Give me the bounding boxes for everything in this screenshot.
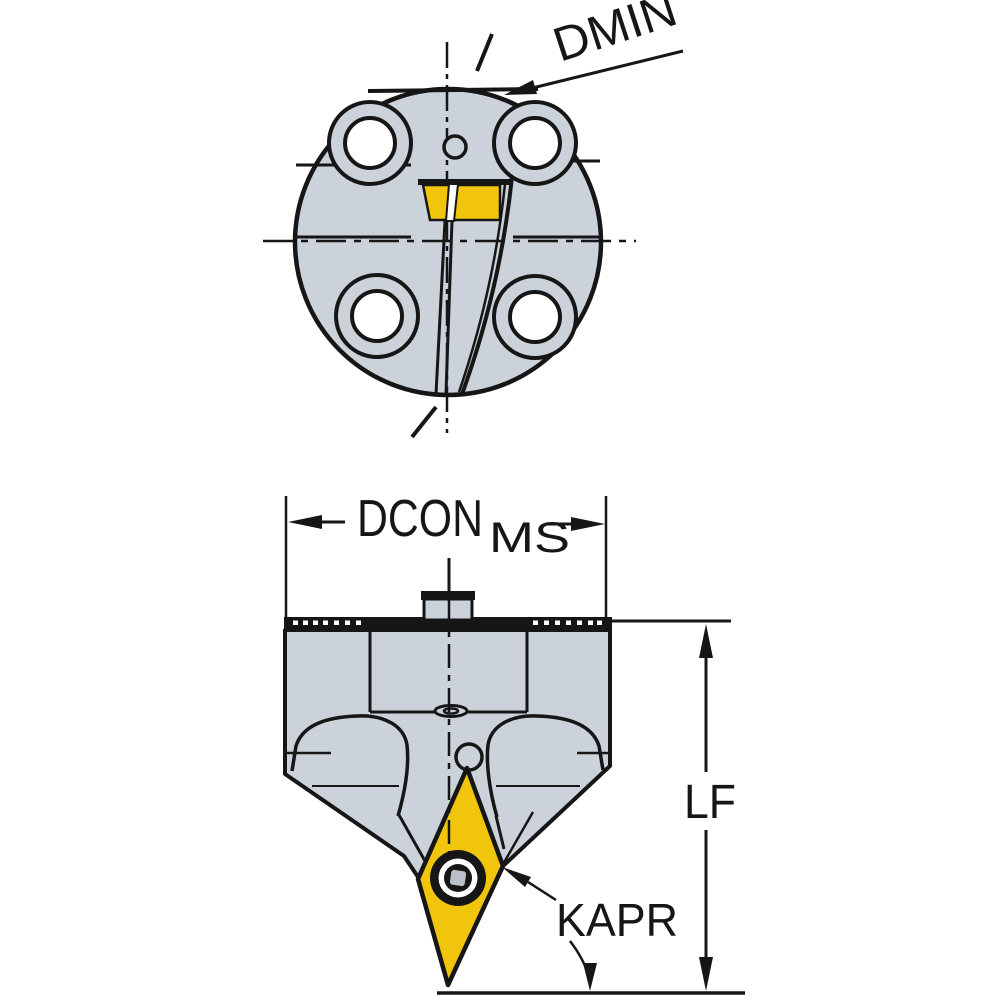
dmin-leader-line	[511, 49, 684, 95]
hole-bore	[350, 289, 404, 343]
center-pin	[442, 134, 468, 160]
hole-bore	[508, 290, 562, 344]
screw-hole-edge-inner	[442, 707, 460, 715]
hole-bore	[343, 116, 397, 170]
side-view: DCON MS	[283, 490, 745, 995]
kapr-leader-line	[527, 880, 557, 902]
pocket-right	[485, 714, 605, 818]
insert-top-face	[421, 183, 502, 222]
top-flat-edge	[367, 87, 539, 93]
dmin-label: DMIN	[547, 0, 683, 72]
insert-slot-gap	[444, 183, 460, 222]
dcon-arrow-left	[288, 515, 322, 529]
dcon-arrow-right	[571, 517, 605, 531]
insert-screw	[430, 850, 486, 906]
pin-hole	[454, 742, 484, 772]
kapr-arrowhead-edge	[502, 867, 531, 887]
kapr-label: KAPR	[556, 894, 678, 946]
tick-mark-top	[475, 33, 494, 72]
top-view: DMIN	[263, 0, 684, 439]
tick-mark-bottom	[410, 405, 438, 439]
dcon-label: DCON	[357, 490, 483, 548]
dmin-callout: DMIN	[504, 0, 684, 95]
blade-contour-outer	[460, 176, 514, 395]
lf-arrow-up	[699, 624, 713, 658]
kapr-arrowhead-down	[583, 963, 597, 991]
screw-hole-edge-view	[433, 704, 469, 718]
blade-contour-inner	[457, 183, 507, 393]
slot-line	[434, 220, 447, 395]
pocket-edge-line	[397, 814, 427, 862]
lf-dimension: LF	[610, 619, 736, 991]
dmin-arrowhead	[504, 80, 537, 95]
cutting-edge-extension	[500, 811, 535, 867]
slot-line	[444, 220, 454, 394]
dcon-dimension: DCON MS	[288, 490, 605, 562]
pocket-left	[290, 714, 410, 817]
clamping-holes	[327, 100, 578, 360]
dcon-subscript-label: MS	[489, 514, 570, 562]
kapr-callout: KAPR	[502, 867, 678, 991]
lf-label: LF	[684, 776, 736, 829]
pocket-edge-line	[494, 815, 506, 850]
lf-arrow-down	[699, 957, 713, 991]
hole-bore	[508, 116, 562, 170]
